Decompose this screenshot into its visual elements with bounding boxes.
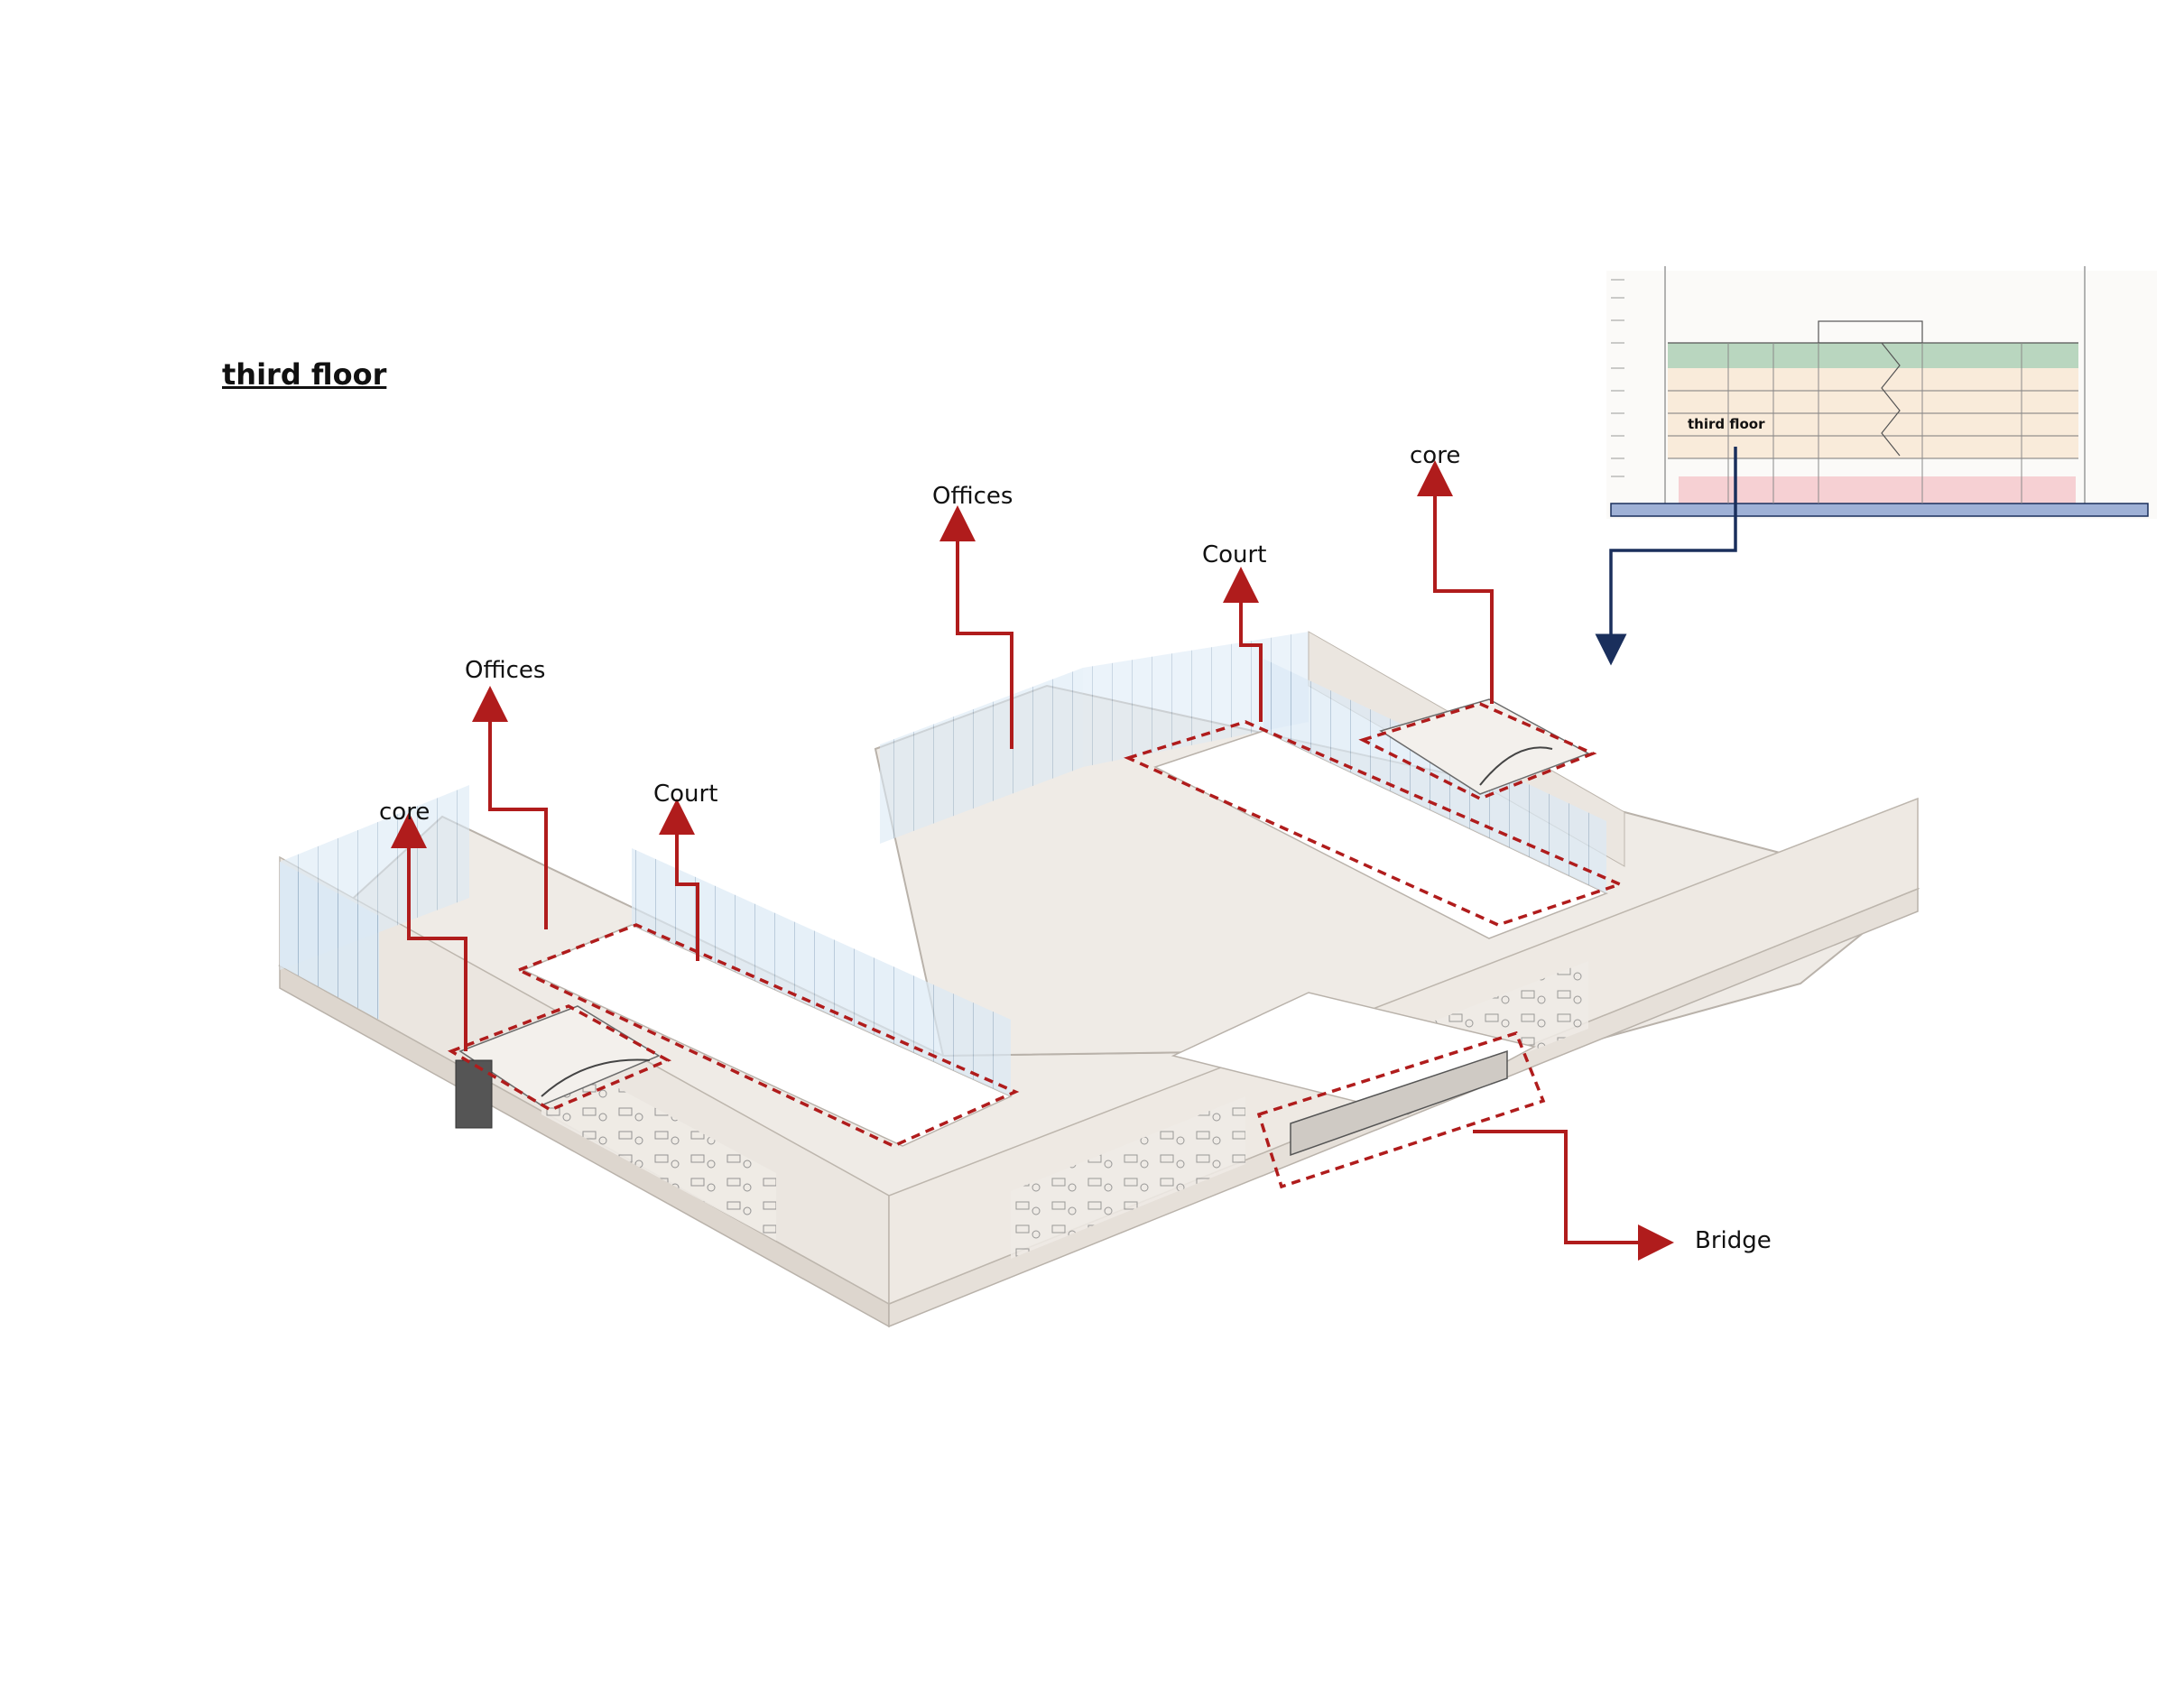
highlight-core-left (447, 1004, 672, 1112)
core-left-stair-lines (541, 1058, 651, 1097)
inset-basement (1610, 503, 2149, 517)
core-left-lift (455, 1059, 493, 1129)
callout-label-court-left: Court (653, 781, 718, 808)
leader-offices-right (939, 505, 1013, 749)
page-title: third floor (222, 357, 387, 392)
section-inset (1595, 266, 2157, 666)
bridge-structure (1290, 1049, 1508, 1157)
cores (455, 698, 1590, 1129)
callout-label-offices-right: Offices (932, 483, 1013, 510)
inset-ground-floor (1679, 476, 2076, 504)
callout-label-core-left: core (379, 799, 430, 826)
callout-label-offices-left: Offices (465, 657, 546, 684)
rear-glass-upper (880, 668, 1083, 844)
inset-floor-label: third floor (1688, 416, 1765, 432)
core-right-stair-lines (1479, 746, 1553, 786)
inset-roof-band (1668, 343, 2078, 368)
callout-label-bridge: Bridge (1695, 1227, 1772, 1254)
highlight-outlines (447, 702, 1624, 1189)
leader-core-left (391, 812, 467, 1051)
rear-glass-top (1083, 632, 1309, 767)
leader-court-right (1223, 567, 1263, 722)
leader-bridge (1473, 1130, 1674, 1261)
highlight-bridge (1256, 1030, 1546, 1189)
callout-leaders (391, 460, 1674, 1261)
front-windows-right (1011, 1096, 1245, 1259)
inset-leader (1595, 447, 1737, 666)
leader-court-left (659, 799, 699, 961)
highlight-court-left (514, 923, 1020, 1148)
leader-offices-left (472, 686, 548, 929)
core-right-stair (1379, 698, 1590, 795)
highlight-court-right (1124, 720, 1624, 927)
court-glass-left (632, 848, 1011, 1096)
core-left-stair (458, 1005, 661, 1106)
front-windows-left (541, 1047, 776, 1241)
leader-core-right (1417, 460, 1494, 704)
callout-label-court-right: Court (1202, 541, 1267, 568)
callout-label-core-right: core (1410, 442, 1461, 469)
highlight-core-right (1358, 702, 1597, 800)
